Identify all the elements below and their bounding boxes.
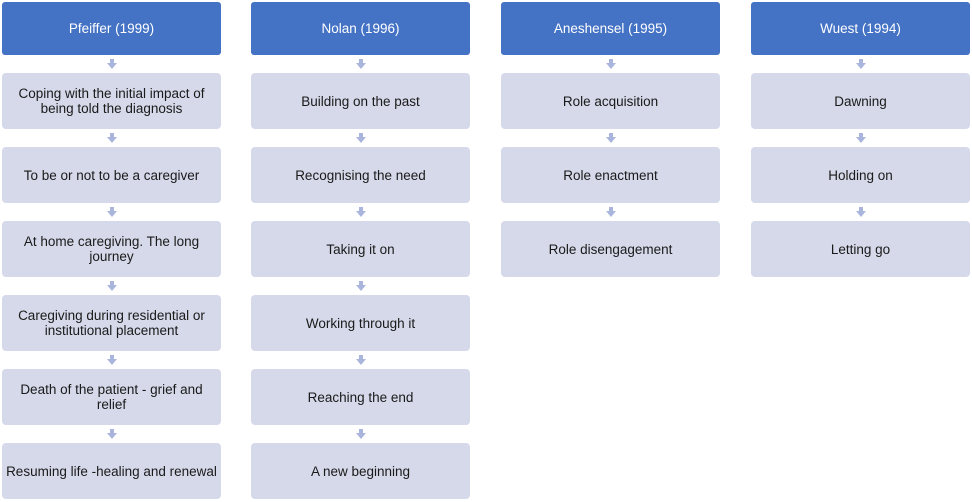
stage-box: Taking it on [251, 221, 470, 277]
column-wuest: Wuest (1994) Dawning Holding on Letting … [751, 2, 970, 277]
stage-box: A new beginning [251, 443, 470, 499]
down-arrow-icon [251, 277, 470, 295]
down-arrow-icon [2, 277, 221, 295]
down-arrow-icon [2, 203, 221, 221]
down-arrow-icon [751, 129, 970, 147]
stage-box: Working through it [251, 295, 470, 351]
down-arrow-icon [501, 129, 720, 147]
down-arrow-icon [2, 55, 221, 73]
stage-box: Role acquisition [501, 73, 720, 129]
column-header: Aneshensel (1995) [501, 2, 720, 55]
column-nolan: Nolan (1996) Building on the past Recogn… [251, 2, 470, 499]
stage-box: Role disengagement [501, 221, 720, 277]
down-arrow-icon [751, 203, 970, 221]
stage-box: Letting go [751, 221, 970, 277]
column-pfeiffer: Pfeiffer (1999) Coping with the initial … [2, 2, 221, 499]
stage-box: Reaching the end [251, 369, 470, 425]
column-aneshensel: Aneshensel (1995) Role acquisition Role … [501, 2, 720, 277]
stage-box: Caregiving during residential or institu… [2, 295, 221, 351]
stage-box: Coping with the initial impact of being … [2, 73, 221, 129]
down-arrow-icon [2, 425, 221, 443]
stage-box: Role enactment [501, 147, 720, 203]
stage-box: Dawning [751, 73, 970, 129]
down-arrow-icon [251, 351, 470, 369]
stage-box: At home caregiving. The long journey [2, 221, 221, 277]
down-arrow-icon [2, 351, 221, 369]
stage-box: To be or not to be a caregiver [2, 147, 221, 203]
down-arrow-icon [2, 129, 221, 147]
column-header: Pfeiffer (1999) [2, 2, 221, 55]
stage-box: Death of the patient - grief and relief [2, 369, 221, 425]
down-arrow-icon [501, 203, 720, 221]
down-arrow-icon [251, 129, 470, 147]
column-header: Wuest (1994) [751, 2, 970, 55]
stage-box: Holding on [751, 147, 970, 203]
stage-box: Recognising the need [251, 147, 470, 203]
stage-box: Resuming life -healing and renewal [2, 443, 221, 499]
stage-box: Building on the past [251, 73, 470, 129]
down-arrow-icon [251, 55, 470, 73]
down-arrow-icon [251, 203, 470, 221]
column-header: Nolan (1996) [251, 2, 470, 55]
down-arrow-icon [751, 55, 970, 73]
down-arrow-icon [501, 55, 720, 73]
down-arrow-icon [251, 425, 470, 443]
